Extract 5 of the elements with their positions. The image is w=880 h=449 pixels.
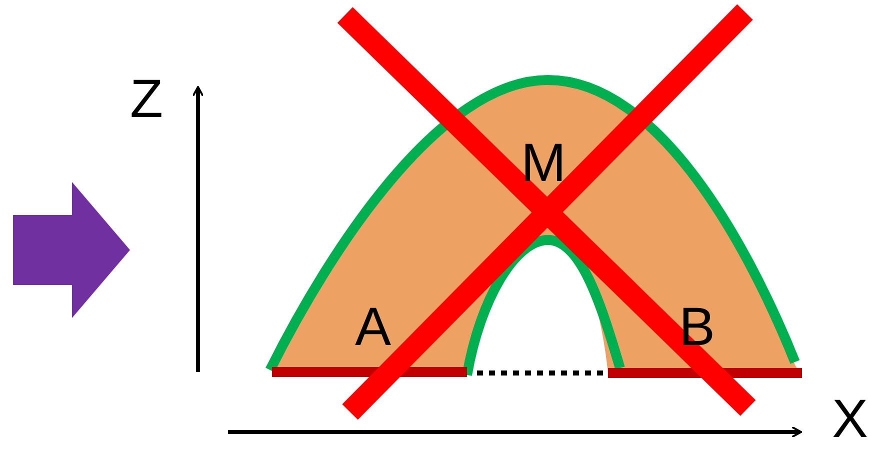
- axis-label: X: [832, 392, 868, 446]
- point-label: A: [355, 300, 392, 354]
- axis-label: Z: [130, 72, 163, 126]
- point-label: B: [679, 300, 716, 354]
- point-label: M: [521, 136, 566, 190]
